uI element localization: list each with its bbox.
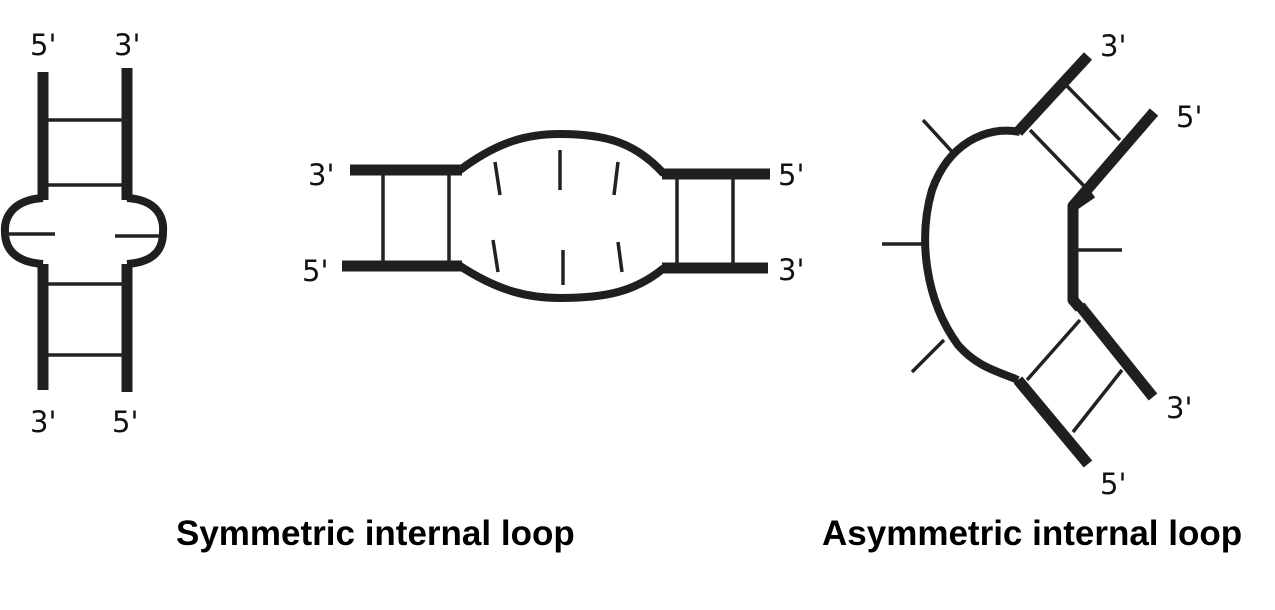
vertical-symmetric-loop: 5' 3' 3' 5' <box>5 28 163 439</box>
unpaired-base <box>912 340 944 372</box>
label-3prime-left-top: 3' <box>308 158 334 192</box>
label-5prime-left-bottom: 5' <box>302 254 328 288</box>
label-5prime-upper-right: 5' <box>1176 100 1202 134</box>
label-5prime-top-left: 5' <box>30 28 56 62</box>
base-pair <box>1030 130 1086 188</box>
unpaired-base <box>614 162 618 195</box>
top-loop-arc <box>460 134 664 174</box>
horizontal-symmetric-loop: 3' 5' 5' 3' <box>302 134 804 298</box>
label-3prime-lower-right: 3' <box>1166 391 1192 425</box>
label-5prime-lower: 5' <box>1100 467 1126 501</box>
label-3prime-right-bottom: 3' <box>778 253 804 287</box>
lower-arm-outer-strand <box>1018 380 1088 464</box>
unpaired-base <box>495 162 500 195</box>
right-loop-bulge <box>127 198 163 264</box>
caption-symmetric: Symmetric internal loop <box>176 514 575 554</box>
unpaired-base <box>923 120 955 155</box>
caption-asymmetric: Asymmetric internal loop <box>822 514 1242 554</box>
label-3prime-upper: 3' <box>1100 29 1126 63</box>
lower-arm-inner-strand <box>1080 306 1153 397</box>
label-3prime-bottom-left: 3' <box>30 405 56 439</box>
upper-arm-outer-strand <box>1018 56 1088 132</box>
label-5prime-bottom-right: 5' <box>112 405 138 439</box>
base-pair <box>1063 82 1120 140</box>
upper-arm-inner-strand <box>1073 112 1154 206</box>
asymmetric-loop: 3' 5' 3' 5' <box>882 29 1202 501</box>
label-5prime-right-top: 5' <box>778 158 804 192</box>
left-loop-bulge <box>5 198 43 264</box>
unpaired-base <box>493 240 498 272</box>
base-pair <box>1073 370 1122 432</box>
unpaired-base <box>618 242 622 272</box>
base-pair <box>1027 320 1080 380</box>
label-3prime-top-right: 3' <box>114 28 140 62</box>
